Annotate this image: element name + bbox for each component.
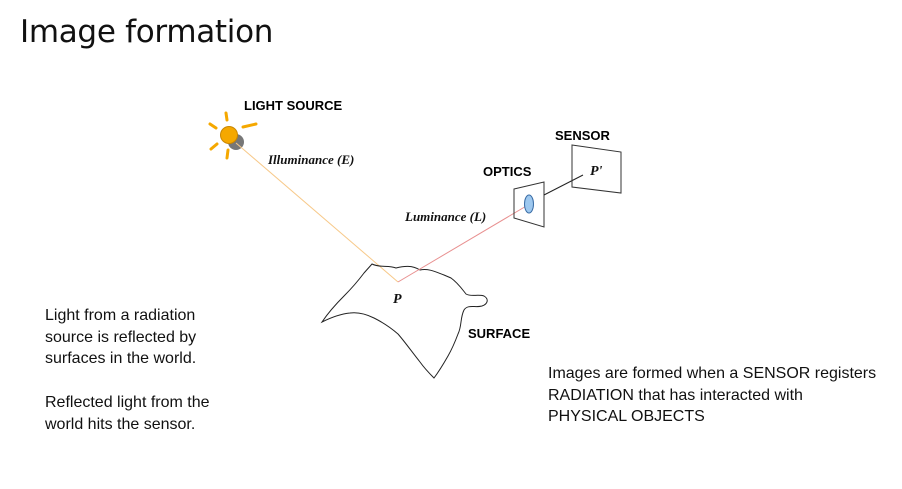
light-source-icon bbox=[208, 111, 258, 160]
sun-disk bbox=[220, 126, 238, 144]
optical-axis bbox=[543, 174, 584, 196]
sensor-point-label: P' bbox=[590, 164, 603, 179]
left-paragraph-2: Reflected light from the world hits the … bbox=[45, 394, 210, 433]
light-source-label: LIGHT SOURCE bbox=[244, 98, 343, 113]
sun-rays bbox=[208, 111, 258, 160]
illuminance-ray bbox=[235, 142, 399, 283]
surface-label: SURFACE bbox=[468, 326, 530, 341]
surface-patch bbox=[320, 263, 488, 379]
lens-icon bbox=[524, 194, 534, 214]
illuminance-label: Illuminance (E) bbox=[267, 152, 354, 167]
surface-point-label: P bbox=[393, 292, 402, 307]
slide-title: Image formation bbox=[20, 14, 274, 50]
left-paragraph-1: Light from a radiation source is reflect… bbox=[45, 307, 197, 367]
luminance-ray bbox=[397, 204, 529, 283]
luminance-label: Luminance (L) bbox=[404, 209, 486, 224]
optics-label: OPTICS bbox=[483, 164, 532, 179]
right-paragraph: Images are formed when a SENSOR register… bbox=[548, 365, 877, 425]
sensor-plane bbox=[571, 144, 622, 194]
optics-plane bbox=[513, 181, 545, 228]
sensor-label: SENSOR bbox=[555, 128, 611, 143]
